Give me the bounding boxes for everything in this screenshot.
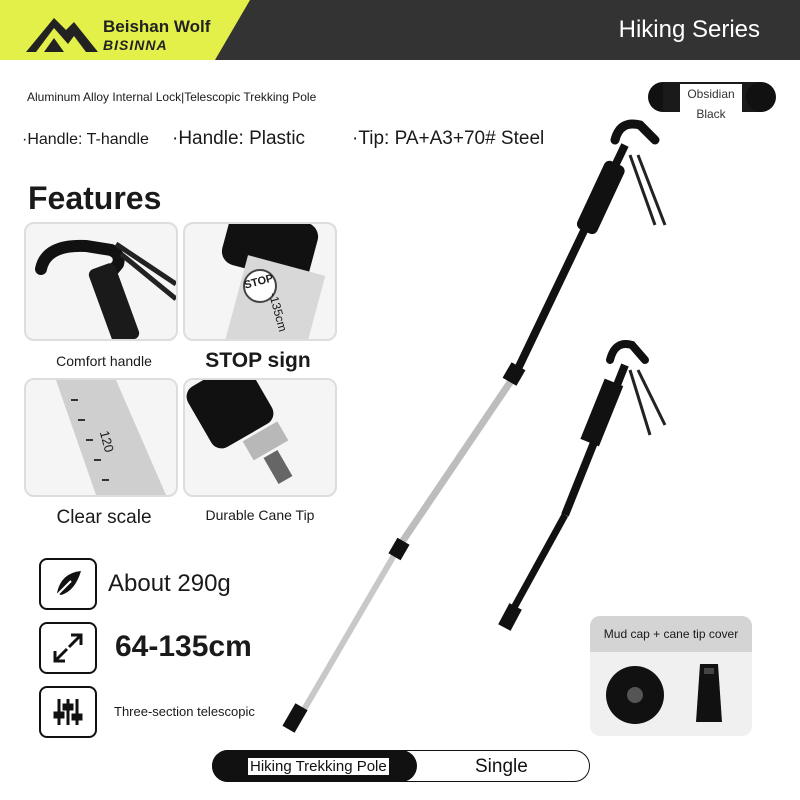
option-quantity[interactable]: Single — [475, 756, 528, 777]
spec-handle-material: ·Handle: Plastic — [172, 128, 306, 149]
color-label: Obsidian Black — [680, 84, 742, 124]
series-title: Hiking Series — [618, 16, 760, 43]
option-selector[interactable] — [212, 750, 590, 782]
t-handle-icon — [35, 239, 176, 339]
brand-subtitle: BISINNA — [103, 37, 168, 53]
mud-cap-icon — [606, 666, 664, 724]
color-name-line2: Black — [680, 104, 742, 124]
length-text: 64-135cm — [115, 630, 252, 663]
color-name-line1: Obsidian — [680, 84, 742, 104]
cane-tip-icon — [186, 380, 293, 484]
product-subtitle: Aluminum Alloy Internal Lock|Telescopic … — [27, 90, 317, 104]
tip-cover-icon — [696, 664, 722, 722]
scale-tube-icon — [56, 380, 166, 495]
feature-card-stop — [183, 222, 337, 341]
brand-name: Beishan Wolf — [103, 17, 211, 36]
option-product[interactable]: Hiking Trekking Pole — [248, 758, 389, 775]
caption-stop-sign: STOP sign — [205, 349, 311, 372]
features-title: Features — [28, 180, 162, 216]
stop-sign-icon — [221, 224, 326, 339]
feather-icon — [39, 558, 97, 610]
feature-card-tip — [183, 378, 337, 497]
caption-durable-tip: Durable Cane Tip — [205, 507, 315, 523]
expand-arrows-icon — [39, 622, 97, 674]
caption-comfort-handle: Comfort handle — [56, 353, 152, 369]
feature-card-scale — [24, 378, 178, 497]
accessories-title: Mud cap + cane tip cover — [590, 616, 752, 652]
accessories-box: Mud cap + cane tip cover — [590, 616, 752, 736]
caption-clear-scale: Clear scale — [56, 507, 152, 528]
spec-handle-type: ·Handle: T-handle — [22, 131, 149, 148]
spec-tip-material: ·Tip: PA+A3+70# Steel — [352, 128, 545, 149]
trekking-poles-image — [282, 119, 667, 733]
telescopic-text: Three-section telescopic — [114, 704, 255, 719]
feature-card-handle — [24, 222, 178, 341]
wolf-logo-icon — [26, 18, 98, 52]
adjust-sliders-icon — [39, 686, 97, 738]
weight-text: About 290g — [108, 570, 231, 597]
